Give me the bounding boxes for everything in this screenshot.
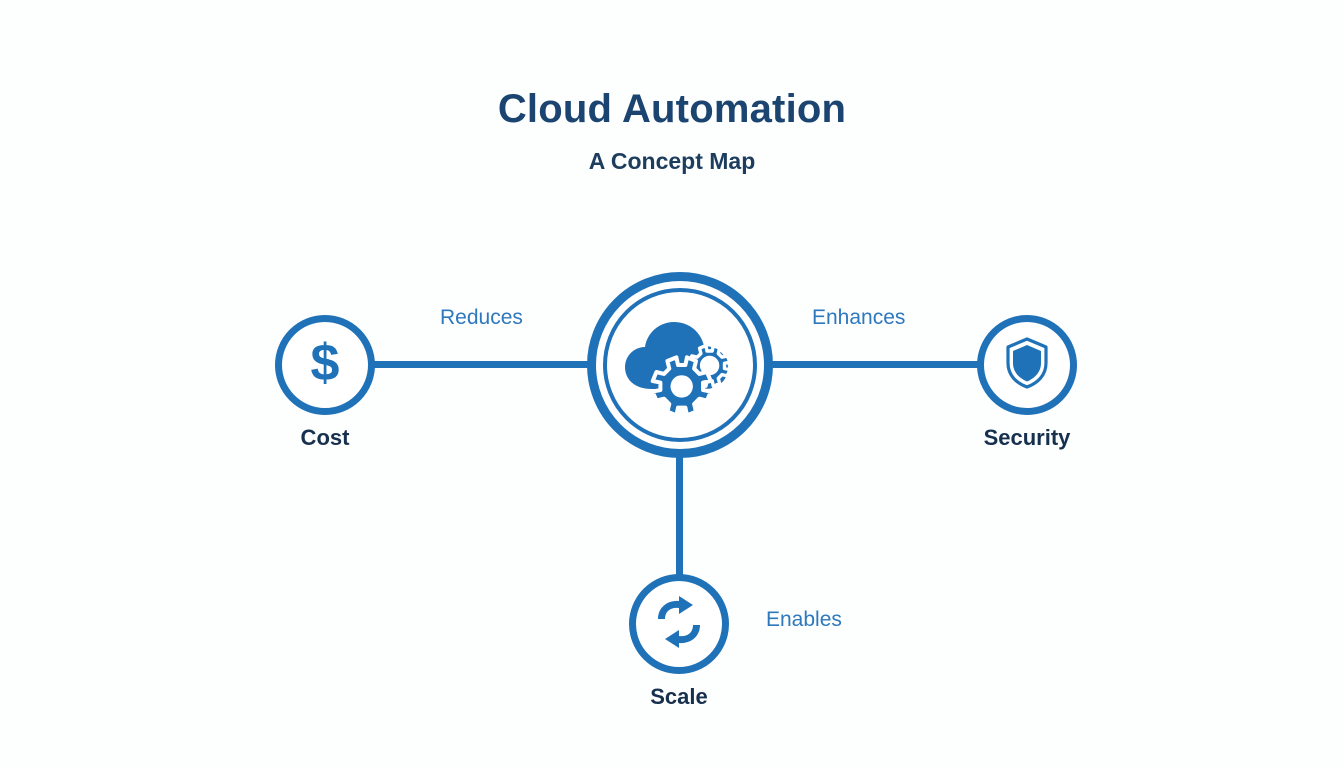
sync-arrows-icon	[652, 595, 706, 654]
node-security[interactable]: Security	[977, 315, 1077, 450]
edge-center-to-cost	[345, 361, 631, 368]
node-cost[interactable]: $ Cost	[275, 315, 375, 450]
page-title: Cloud Automation	[497, 87, 847, 131]
edge-label-enables: Enables	[766, 608, 842, 631]
edge-center-to-scale	[676, 430, 683, 600]
node-scale[interactable]: Scale	[629, 574, 729, 709]
node-scale-circle	[629, 574, 729, 674]
node-cloud-automation[interactable]	[587, 272, 773, 458]
svg-text:$: $	[311, 334, 340, 392]
node-cost-label: Cost	[300, 425, 350, 450]
cloud-gears-icon	[587, 272, 773, 458]
edge-label-reduces: Reduces	[440, 306, 523, 329]
node-security-circle	[977, 315, 1077, 415]
node-scale-label: Scale	[650, 684, 708, 709]
shield-icon	[1004, 336, 1050, 395]
edge-center-to-security	[716, 361, 1006, 368]
node-security-label: Security	[983, 425, 1071, 450]
central-node-inner-ring	[603, 288, 757, 442]
heading-block: Cloud Automation A Concept Map	[0, 86, 1344, 174]
edge-label-enhances: Enhances	[812, 306, 906, 329]
page-subtitle: A Concept Map	[588, 148, 756, 174]
node-cost-circle: $	[275, 315, 375, 415]
dollar-sign-icon: $	[303, 334, 347, 397]
